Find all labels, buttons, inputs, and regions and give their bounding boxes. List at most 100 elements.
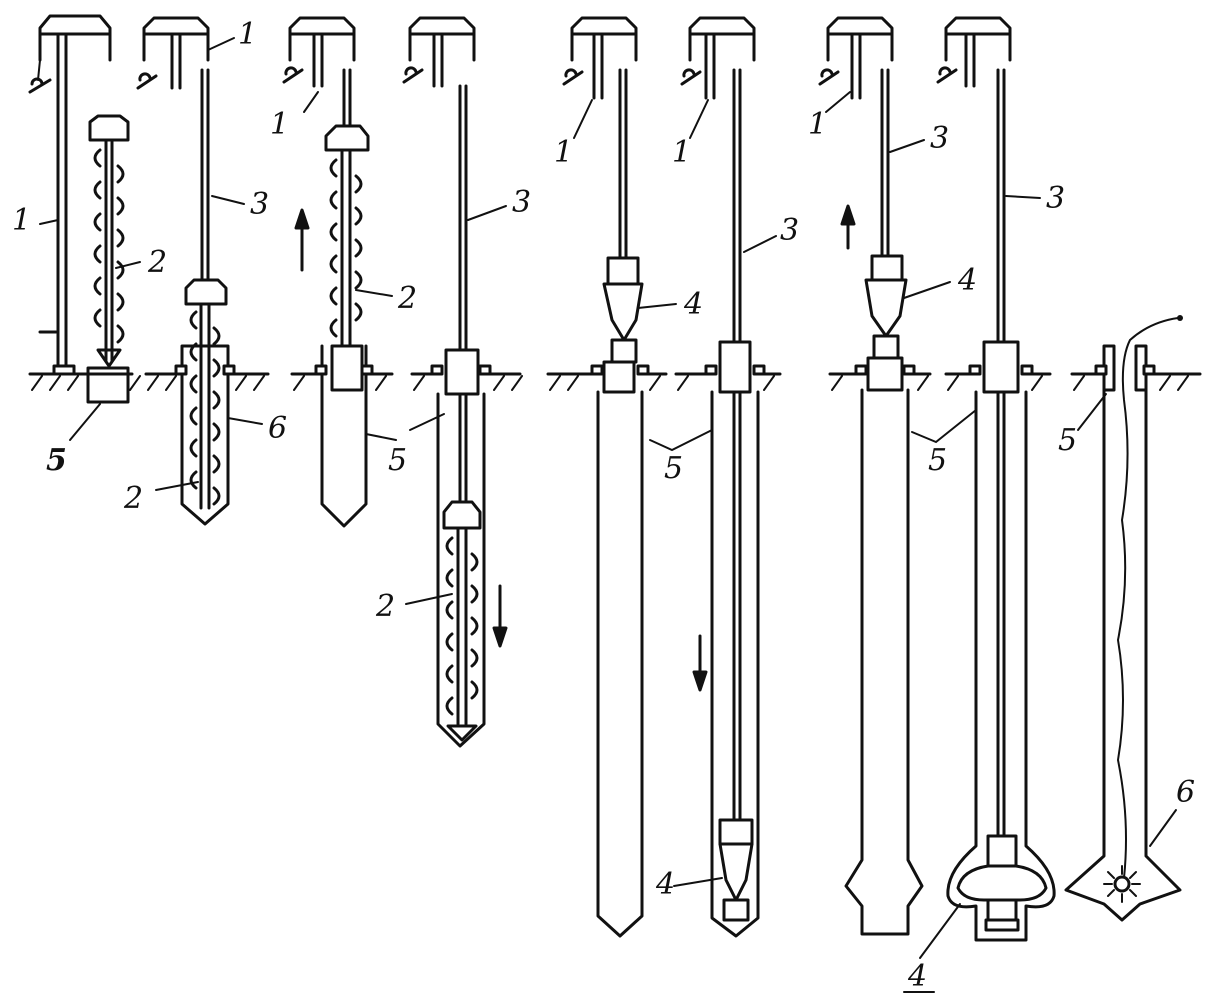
guide-frame-6 bbox=[680, 16, 756, 100]
stage-4-auger-deepening: 3 5 2 bbox=[365, 16, 531, 748]
label-guide-frame-1: 1 bbox=[12, 203, 31, 238]
label-rod-8: 3 bbox=[1046, 181, 1065, 216]
casing-6 bbox=[710, 390, 760, 938]
leader-1-e bbox=[689, 99, 709, 139]
ground-3 bbox=[290, 364, 394, 391]
auger-3 bbox=[324, 124, 370, 366]
casing-4 bbox=[436, 392, 486, 748]
leader-5-d bbox=[649, 429, 713, 452]
leader-1-a bbox=[39, 219, 59, 225]
reamer-7 bbox=[864, 254, 908, 360]
leader-1-b bbox=[207, 37, 235, 51]
leader-4-d bbox=[919, 903, 961, 959]
rod-7 bbox=[880, 68, 890, 258]
leader-5-c bbox=[365, 433, 397, 441]
label-charge-9: 6 bbox=[1176, 775, 1195, 810]
leader-1-d bbox=[573, 99, 593, 139]
label-guide-frame-7: 1 bbox=[808, 107, 827, 142]
leader-4-c bbox=[903, 281, 951, 299]
leader-1-c bbox=[303, 91, 319, 113]
ground-1 bbox=[28, 372, 141, 391]
casing-7 bbox=[844, 388, 924, 936]
ground-8 bbox=[944, 364, 1052, 391]
reamer-5 bbox=[602, 256, 644, 364]
casing-top-6 bbox=[718, 340, 752, 394]
rod-6 bbox=[732, 68, 742, 822]
reamer-8 bbox=[956, 834, 1048, 932]
casing-top-8 bbox=[982, 340, 1020, 394]
wire-end-9 bbox=[1177, 315, 1183, 321]
auger-4 bbox=[442, 500, 482, 742]
rod-4 bbox=[458, 84, 468, 502]
label-auger-1: 2 bbox=[147, 245, 167, 280]
leader-3-d bbox=[889, 139, 925, 153]
stage-7-reamer-lifting: 1 3 4 bbox=[808, 16, 977, 936]
ground-4 bbox=[410, 364, 523, 391]
stage-8-widening: 3 5 4 bbox=[903, 16, 1065, 994]
leader-3-c bbox=[743, 235, 777, 253]
guide-frame-4 bbox=[402, 16, 476, 88]
rod-3 bbox=[342, 68, 352, 128]
rod-2 bbox=[200, 68, 210, 282]
label-casing-9: 5 bbox=[1058, 423, 1077, 458]
label-reamer-7: 4 bbox=[957, 263, 977, 298]
casing-8 bbox=[946, 390, 1056, 942]
leader-6-a bbox=[227, 417, 263, 425]
ground-2 bbox=[144, 364, 270, 391]
stage-1-auger-lowering: 1 2 5 bbox=[12, 14, 167, 478]
label-rod-4: 3 bbox=[512, 185, 531, 220]
label-reamer-8: 4 bbox=[907, 959, 927, 994]
up-arrow-7 bbox=[840, 204, 856, 250]
label-guide-frame-3: 1 bbox=[270, 107, 289, 142]
label-rod-2: 3 bbox=[250, 187, 269, 222]
up-arrow-3 bbox=[294, 208, 310, 272]
down-arrow-4 bbox=[492, 584, 508, 648]
auger-1 bbox=[88, 114, 130, 368]
label-casing-5-6: 5 bbox=[664, 451, 683, 486]
casing-top-3 bbox=[330, 344, 364, 392]
leader-3-a bbox=[211, 195, 245, 205]
label-guide-frame-5: 1 bbox=[554, 135, 573, 170]
label-casing-1: 5 bbox=[46, 443, 67, 478]
stage-5-reamer-lowering: 1 4 bbox=[546, 16, 703, 938]
label-auger-2: 2 bbox=[123, 481, 143, 516]
rod-5 bbox=[618, 68, 628, 260]
casing-top-4 bbox=[444, 348, 480, 396]
charge-9 bbox=[1103, 865, 1141, 903]
label-auger-4: 2 bbox=[375, 589, 395, 624]
guide-frame-8 bbox=[936, 16, 1012, 88]
reamer-6 bbox=[718, 818, 754, 922]
leader-5-f bbox=[1077, 393, 1107, 431]
leader-5-b bbox=[409, 413, 445, 431]
label-casing-7-8: 5 bbox=[928, 443, 947, 478]
leader-2-a bbox=[115, 261, 141, 269]
casing-3 bbox=[320, 344, 368, 528]
label-rod-6: 3 bbox=[780, 213, 799, 248]
leader-1-f bbox=[825, 91, 851, 113]
casing-5 bbox=[596, 390, 644, 938]
leader-2-b bbox=[155, 481, 199, 491]
label-casing-3-4: 5 bbox=[388, 443, 407, 478]
leader-3-b bbox=[467, 205, 507, 221]
casing-9 bbox=[1064, 388, 1182, 922]
leader-4-a bbox=[637, 303, 677, 309]
rod-8 bbox=[996, 68, 1006, 838]
ground-7 bbox=[828, 364, 932, 391]
leader-4-b bbox=[673, 877, 723, 887]
leader-5-a bbox=[69, 403, 101, 441]
leader-2-d bbox=[405, 593, 453, 605]
detonator-wire-9 bbox=[1116, 317, 1179, 879]
borehole-2 bbox=[180, 344, 230, 526]
guide-frame-7 bbox=[818, 16, 894, 100]
ground-9 bbox=[1070, 364, 1202, 391]
leader-5-e bbox=[911, 409, 977, 444]
auger-2 bbox=[184, 278, 228, 510]
casing-top-7 bbox=[866, 356, 904, 392]
leader-2-c bbox=[355, 289, 393, 297]
label-guide-frame-6: 1 bbox=[672, 135, 691, 170]
guide-frame-5 bbox=[562, 16, 638, 100]
casing-top-5 bbox=[602, 360, 636, 394]
label-auger-3: 2 bbox=[397, 281, 417, 316]
guide-frame-1 bbox=[28, 14, 112, 376]
label-reamer-5: 4 bbox=[683, 287, 703, 322]
